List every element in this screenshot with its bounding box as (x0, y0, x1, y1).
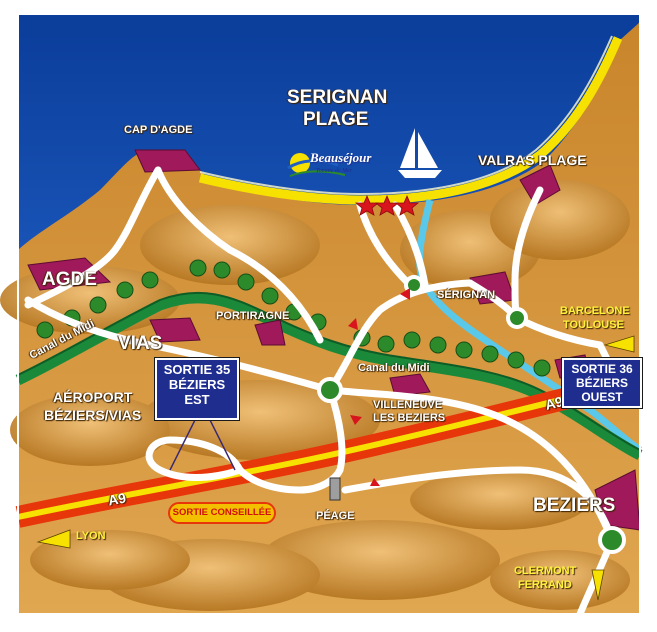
exit-36-line-1: SORTIE 36 (571, 362, 633, 376)
label-peage: PÉAGE (316, 510, 355, 522)
beach (198, 36, 623, 205)
label-ferrand: FERRAND (518, 579, 572, 591)
label-barcelone: BARCELONE (560, 305, 630, 317)
town-vias (149, 317, 201, 343)
label-serignan: SÉRIGNAN (437, 289, 496, 301)
exit-36-line-2: BÉZIERS (575, 375, 628, 390)
label-agde: AGDE (42, 269, 97, 290)
label-villeneuve-2: LES BEZIERS (373, 412, 446, 424)
label-vias: VIAS (118, 333, 163, 354)
three-stars-icon (354, 194, 420, 216)
exit-35-pointer (169, 419, 236, 471)
label-beziers: BEZIERS (533, 495, 616, 516)
exit-36-line-3: OUEST (581, 389, 623, 404)
sailboat-icon (398, 128, 442, 178)
highway-a9 (15, 369, 643, 528)
label-clermont: CLERMONT (514, 565, 577, 577)
label-serignan-plage-2: PLAGE (303, 109, 369, 130)
town-portiragne (254, 319, 286, 346)
logo-tagline: Tomate de Mer (316, 168, 353, 174)
trees (36, 259, 551, 377)
town-villeneuve (389, 373, 431, 397)
label-serignan-plage-1: SERIGNAN (287, 87, 388, 108)
exit-35-line-3: EST (184, 391, 210, 407)
route-arrows (348, 288, 410, 486)
label-aeroport-2: BÉZIERS/VIAS (44, 407, 142, 423)
towns (27, 149, 641, 531)
label-portiragne: PORTIRAGNE (216, 310, 290, 322)
town-cap-dagde (134, 149, 201, 173)
town-valras (519, 164, 561, 206)
arrow-barcelone (603, 335, 635, 353)
exit-35-line-1: SORTIE 35 (163, 362, 231, 377)
label-villeneuve-1: VILLENEUVE (373, 399, 443, 411)
label-lyon: LYON (76, 530, 106, 542)
label-toulouse: TOULOUSE (563, 319, 624, 331)
recommended-exit-badge: SORTIE CONSEILLÉE (168, 502, 276, 524)
logo-mark (287, 153, 346, 177)
label-cap-dagde: CAP D'AGDE (124, 124, 193, 136)
label-valras-plage: VALRAS PLAGE (478, 152, 587, 168)
exit-sortie-35: SORTIE 35 BÉZIERS EST (154, 357, 240, 421)
exit-35-line-2: BÉZIERS (168, 376, 226, 392)
label-a9-west: A9 (106, 489, 128, 509)
label-aeroport-1: AÉROPORT (53, 389, 133, 405)
label-canal-center: Canal du Midi (358, 362, 430, 374)
arrow-lyon (36, 529, 71, 549)
direction-arrows (36, 335, 635, 601)
logo-name: Beauséjour (310, 150, 372, 165)
exit-sortie-36: SORTIE 36 BÉZIERS OUEST (561, 357, 643, 409)
town-agde (27, 257, 112, 291)
toll-booth-icon (329, 477, 341, 501)
arrow-clermont (591, 569, 605, 601)
